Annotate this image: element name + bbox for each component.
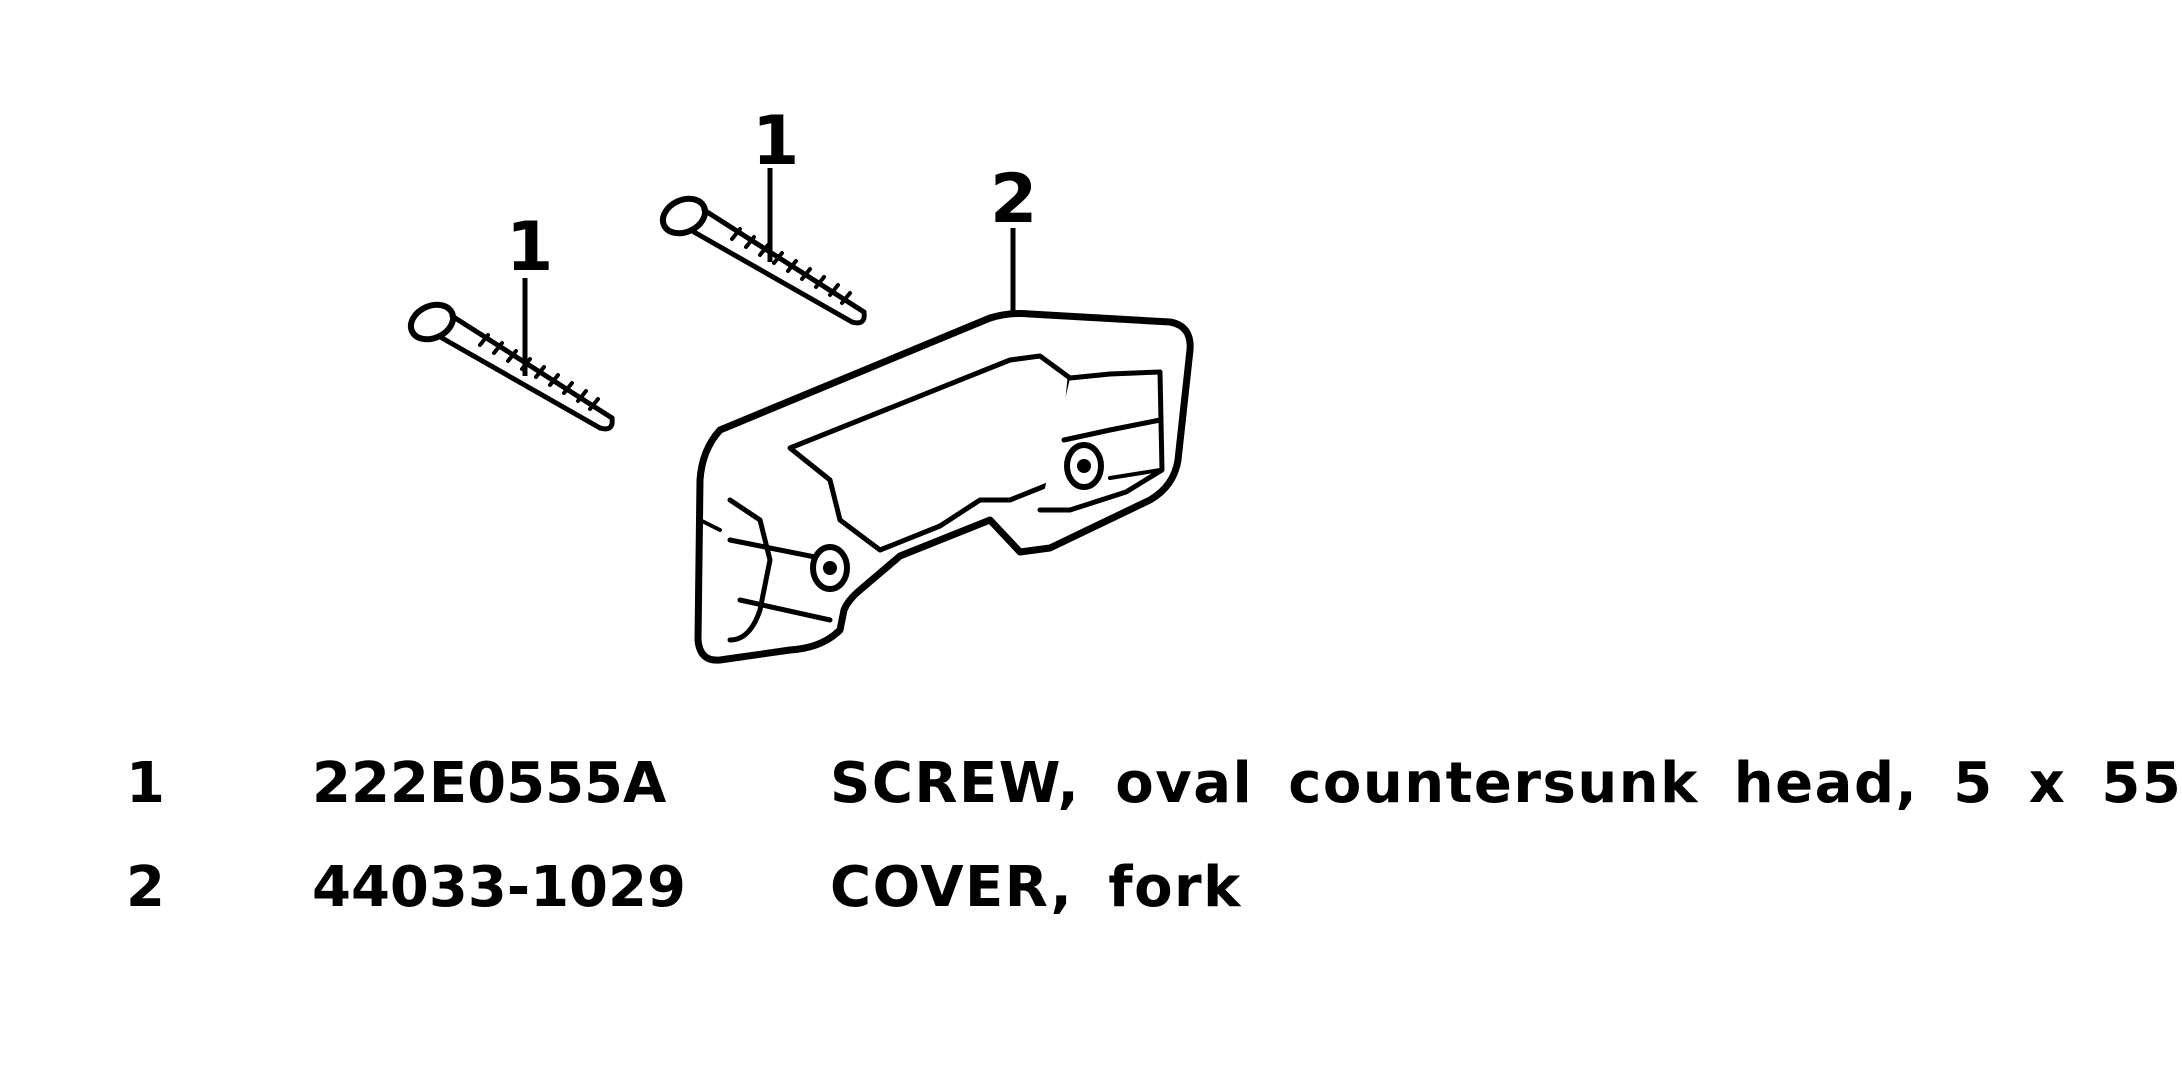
parts-list-row: 2 44033-1029 COVER, fork [0, 848, 2133, 928]
part-number: 44033-1029 [312, 855, 686, 920]
part-description: COVER, fork [830, 855, 1242, 920]
part-number: 222E0555A [312, 751, 667, 816]
callout-1-right: 1 [752, 102, 799, 181]
leader-lines [522, 168, 1016, 376]
screw-left [407, 301, 615, 432]
screw-right [659, 195, 867, 326]
part-description: SCREW, oval countersunk head, 5 x 55 [830, 751, 2182, 816]
part-ref: 2 [126, 855, 165, 920]
exploded-parts-diagram: 1 1 2 [407, 102, 1194, 664]
callout-2: 2 [990, 160, 1037, 239]
parts-list-row: 1 222E0555A SCREW, oval countersunk head… [0, 744, 2181, 824]
fork-cover [694, 310, 1194, 664]
part-ref: 1 [126, 751, 165, 816]
callout-1-left: 1 [506, 208, 553, 287]
